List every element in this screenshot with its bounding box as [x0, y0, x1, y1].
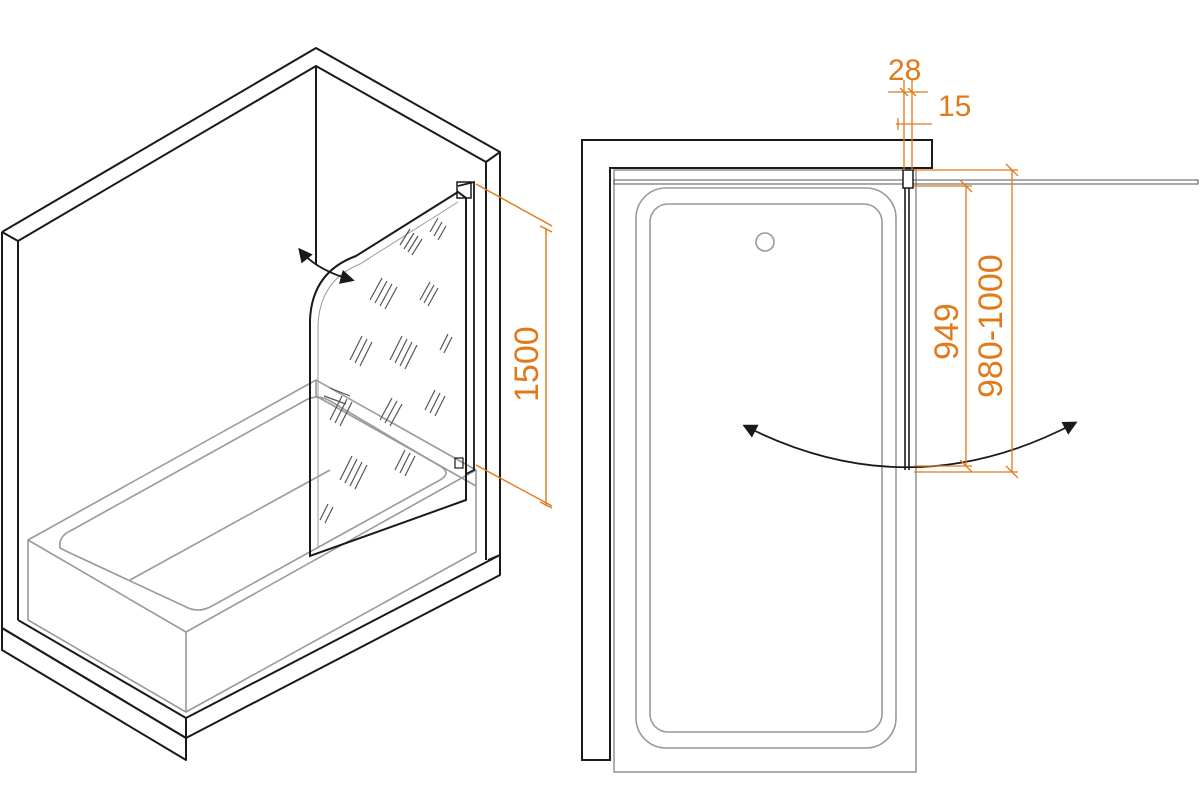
profile-width-label: 15 [938, 90, 971, 123]
top-dimensions [888, 80, 932, 170]
bathtub-iso [27, 379, 477, 713]
swing-arrow-plan [742, 421, 1078, 469]
height-dimension [475, 183, 553, 509]
height-dimension-label: 1500 [508, 326, 546, 402]
frame-depth-label: 28 [888, 54, 921, 87]
glass-pattern [319, 217, 453, 524]
room-walls [1, 47, 501, 761]
glass-width-label: 949 [928, 303, 966, 360]
glass-panel-plan [613, 169, 1199, 470]
plan-walls [581, 139, 933, 761]
isometric-view: 1500 [1, 47, 553, 761]
bathtub-plan [613, 169, 917, 773]
opening-range-label: 980-1000 [972, 254, 1010, 398]
glass-panel-iso [309, 180, 475, 558]
drain-icon [755, 232, 775, 252]
rotation-arrow-iso [298, 247, 355, 284]
plan-view: 28 15 949 980-1000 [581, 54, 1199, 773]
side-dimensions [914, 163, 1019, 479]
